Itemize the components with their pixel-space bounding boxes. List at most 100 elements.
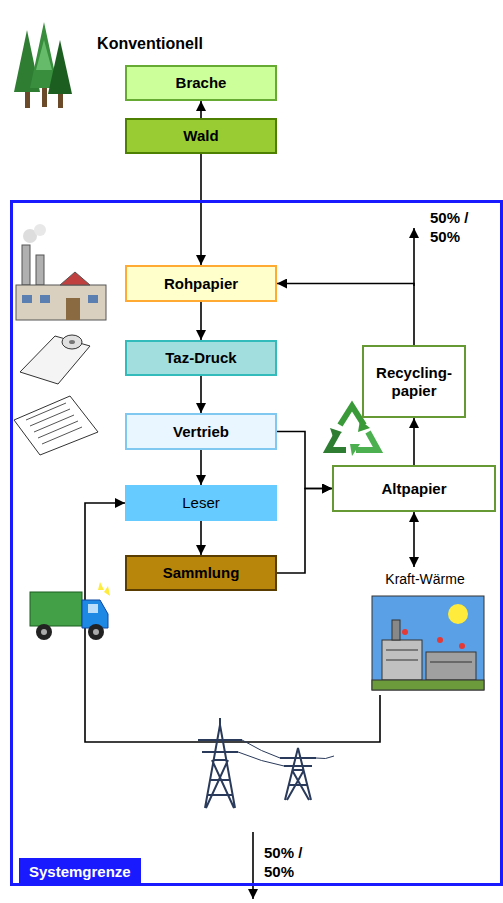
process-box: Brache — [125, 65, 277, 101]
power-plant-icon — [402, 629, 408, 635]
truck-icon — [98, 582, 104, 590]
power-plant-icon — [386, 650, 418, 651]
power-plant-icon — [430, 662, 472, 663]
flow-arrow — [277, 489, 332, 574]
recycling-icon — [356, 432, 378, 450]
truck-icon — [93, 629, 99, 635]
node-label: Leser — [182, 494, 220, 512]
factory-icon — [60, 272, 90, 285]
process-box: Vertrieb — [125, 413, 277, 450]
factory-icon — [16, 224, 106, 320]
power-plant-icon — [382, 640, 422, 680]
forest-icon — [36, 40, 52, 70]
newspaper-icon — [26, 403, 66, 420]
process-box: Altpapier — [332, 465, 496, 512]
factory-icon — [36, 255, 44, 285]
process-box: Taz-Druck — [125, 340, 277, 376]
power-plant-icon — [372, 596, 484, 690]
power-plant-icon — [372, 680, 484, 690]
power-pylons — [198, 718, 242, 752]
process-box: Sammlung — [125, 555, 277, 591]
flow-arrow — [277, 432, 332, 489]
diagram-title: Konventionell — [60, 34, 240, 54]
process-box: Wald — [125, 118, 277, 154]
node-label: Kraft-Wärme — [385, 571, 464, 588]
newspaper-icon — [34, 415, 74, 432]
factory-icon — [22, 295, 32, 303]
forest-icon — [48, 40, 72, 94]
flow-share-label: 50% / 50% — [262, 843, 328, 883]
newspaper-icon — [42, 427, 82, 444]
flow-arrow — [200, 521, 202, 555]
paper-roll-icon — [62, 335, 82, 349]
flow-arrow — [85, 503, 380, 742]
paper-roll-icon — [20, 335, 90, 384]
power-pylons — [238, 740, 334, 766]
truck-icon — [30, 582, 110, 640]
paper-roll-icon — [20, 336, 90, 384]
outflow-arrow — [413, 228, 415, 286]
power-plant-icon — [392, 620, 400, 640]
recycling-icon — [350, 444, 360, 456]
flow-arrow — [200, 154, 202, 265]
factory-icon — [16, 285, 106, 320]
node-label: Taz-Druck — [165, 349, 236, 367]
system-boundary: Systemgrenze RohpapierTaz-DruckVertriebLe… — [10, 200, 503, 886]
forest-icon — [42, 85, 47, 107]
node-label: Sammlung — [163, 564, 240, 582]
newspaper-icon — [38, 421, 78, 438]
truck-icon — [36, 624, 52, 640]
factory-icon — [34, 224, 46, 236]
node-label: Rohpapier — [164, 275, 238, 293]
node-label: Vertrieb — [173, 423, 229, 441]
node-label: Altpapier — [381, 480, 446, 498]
power-plant-icon — [437, 637, 443, 643]
truck-icon — [82, 600, 108, 628]
factory-icon — [88, 295, 98, 303]
truck-icon — [88, 604, 98, 613]
process-box: Recycling- papier — [362, 345, 466, 418]
flow-arrow — [200, 101, 202, 118]
flow-arrow — [200, 450, 202, 485]
node-label: Wald — [183, 127, 218, 145]
flow-arrow — [277, 284, 414, 346]
outflow-arrow — [252, 832, 254, 899]
power-pylons — [280, 758, 316, 766]
power-pylons — [285, 748, 311, 800]
factory-icon — [40, 295, 50, 303]
flow-arrow — [200, 302, 202, 340]
power-plant-icon — [426, 652, 476, 680]
truck-icon — [104, 586, 110, 596]
flow-arrow — [413, 512, 415, 567]
newspaper-icon — [14, 396, 98, 455]
forest-icon — [14, 22, 72, 108]
factory-icon — [66, 298, 80, 320]
power-plant-icon — [459, 643, 465, 649]
truck-icon — [88, 624, 104, 640]
paper-roll-icon — [69, 340, 75, 344]
power-pylons — [198, 718, 334, 808]
truck-icon — [41, 629, 47, 635]
power-pylons — [205, 725, 235, 808]
boundary-label: Systemgrenze — [19, 858, 141, 886]
process-box: Leser — [125, 485, 277, 521]
flow-arrow — [413, 418, 415, 465]
recycling-icon — [330, 428, 342, 440]
factory-icon — [22, 245, 30, 285]
outflow-arrows — [253, 228, 414, 899]
recycling-icon — [358, 420, 370, 432]
power-plant-node: Kraft-Wärme — [365, 567, 485, 695]
power-plant-icon — [386, 660, 418, 661]
newspaper-icon — [30, 409, 70, 426]
newspaper-icon — [14, 396, 98, 455]
node-label: Brache — [176, 74, 227, 92]
power-plant-icon — [372, 596, 484, 690]
flow-arrow — [200, 376, 202, 413]
forest-icon — [58, 92, 63, 108]
process-box: Rohpapier — [125, 265, 277, 302]
power-plant-icon — [448, 604, 468, 624]
truck-icon — [30, 592, 82, 626]
forest-icon — [25, 90, 30, 108]
flow-share-label: 50% / 50% — [428, 208, 494, 248]
